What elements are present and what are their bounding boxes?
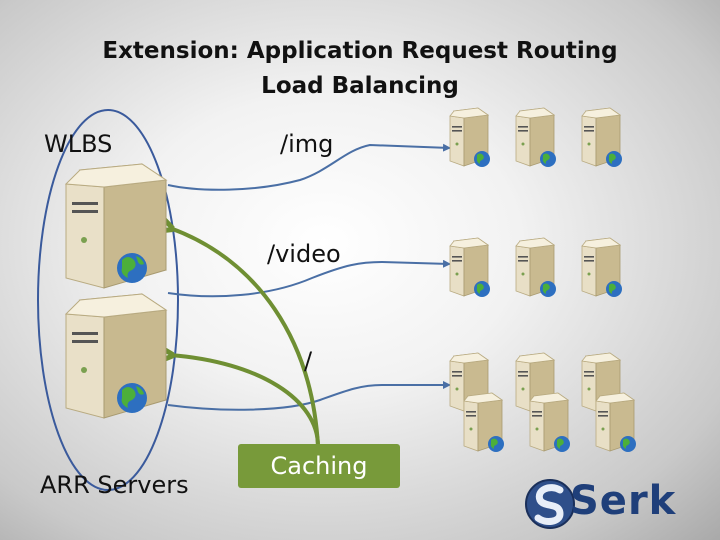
- img-server-1-server-tower-icon: [449, 107, 490, 167]
- video-server-1-server-tower-icon: [449, 237, 490, 297]
- root-server-6-server-tower-icon: [595, 392, 636, 452]
- video-route-label: /video: [267, 240, 341, 268]
- logo-text: Serk: [570, 478, 677, 524]
- connector-root: [167, 381, 451, 411]
- img-server-3-server-tower-icon: [581, 107, 622, 167]
- wlbs-label: WLBS: [44, 130, 113, 158]
- video-server-2-server-tower-icon: [515, 237, 556, 297]
- root-route-label: /: [304, 347, 313, 375]
- title-line-2: Load Balancing: [261, 73, 459, 99]
- caching-arrow-top: [170, 228, 320, 447]
- caching-arrow-bottom: [170, 355, 320, 447]
- caching-box: Caching: [238, 444, 400, 488]
- wlbs-cluster-ellipse: [37, 109, 179, 491]
- arr-servers-label: ARR Servers: [40, 471, 189, 499]
- img-server-2-server-tower-icon: [515, 107, 556, 167]
- connector-img: [167, 143, 451, 191]
- video-server-pool: [448, 230, 648, 320]
- globe-s-icon: [525, 479, 575, 529]
- serk-logo: Serk: [524, 476, 704, 532]
- root-server-5-server-tower-icon: [529, 392, 570, 452]
- root-server-4-server-tower-icon: [463, 392, 504, 452]
- arr-server-2-server-tower-icon: [64, 293, 168, 419]
- slide-title: Extension: Application Request Routing L…: [0, 34, 720, 104]
- img-server-pool: [448, 100, 648, 190]
- img-route-label: /img: [280, 130, 334, 158]
- video-server-3-server-tower-icon: [581, 237, 622, 297]
- connector-video: [167, 259, 451, 298]
- arr-server-1-server-tower-icon: [64, 163, 168, 289]
- root-server-pool: [448, 345, 658, 475]
- title-line-1: Extension: Application Request Routing: [102, 38, 618, 64]
